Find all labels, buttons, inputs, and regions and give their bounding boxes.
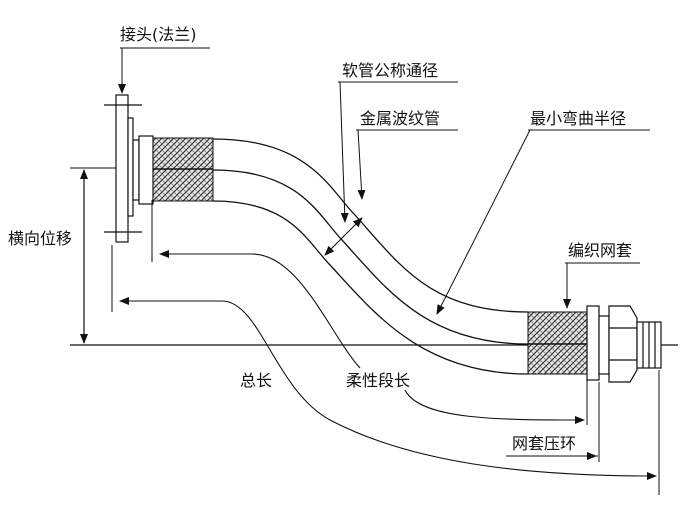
flexible-length-curve-left	[251, 253, 361, 369]
flexible-length-curve-right	[404, 389, 585, 424]
lateral-displacement-label: 横向位移	[8, 229, 72, 248]
corrugated-tube-leader	[357, 129, 366, 200]
connector-label: 接头(法兰)	[120, 25, 197, 44]
hose-body	[212, 138, 529, 375]
braid-sleeve-label: 编织网套	[568, 241, 632, 260]
total-length-label: 总长	[240, 371, 272, 390]
corrugated-tube-label: 金属波纹管	[360, 109, 440, 128]
right-braid-sleeve	[527, 311, 588, 375]
flange-connector	[104, 94, 154, 243]
min-bend-radius-label: 最小弯曲半径	[530, 109, 626, 128]
nominal-diameter-leader	[339, 81, 349, 223]
nominal-diameter-label: 软管公称通径	[342, 61, 438, 80]
sleeve-ring-label: 网套压环	[512, 434, 576, 453]
total-length-curve	[221, 300, 657, 480]
nominal-diameter-arrow	[324, 217, 363, 256]
min-bend-radius-leader	[436, 129, 531, 315]
right-end-fitting	[586, 305, 662, 383]
flexible-length-label: 柔性段长	[346, 371, 410, 390]
